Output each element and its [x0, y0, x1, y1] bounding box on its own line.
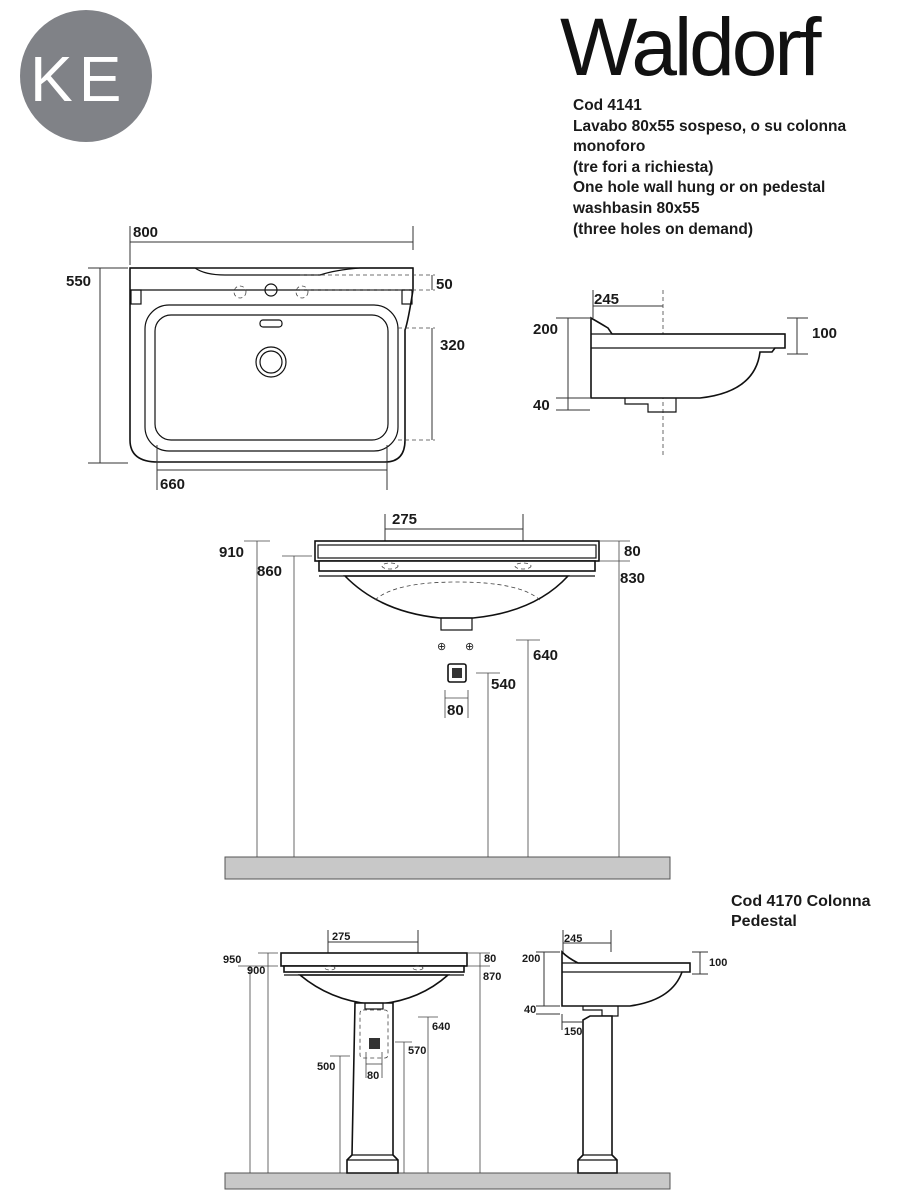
dim-front-rim-bottom: 830 [620, 570, 645, 587]
dim-ped-fixing: 640 [432, 1021, 450, 1033]
dim-side-height: 200 [533, 321, 558, 338]
dim-ped-rim: 900 [247, 965, 265, 977]
dim-side-rim: 100 [812, 325, 837, 342]
dim-ped-top: 950 [223, 954, 241, 966]
product-line-it-1: Lavabo 80x55 sospeso, o su colonna [573, 117, 847, 135]
dim-front-waste: 540 [491, 676, 516, 693]
dim-front-taps: 275 [392, 511, 417, 528]
dim-bowl-depth: 320 [440, 337, 465, 354]
dim-width: 800 [133, 224, 158, 241]
dim-ped-side-rim: 100 [709, 957, 727, 969]
pedestal-code: Cod 4170 Colonna [731, 893, 871, 910]
floor-1 [224, 856, 671, 880]
pedestal-description: Cod 4170 Colonna Pedestal [731, 892, 871, 932]
dim-front-waste-width: 80 [447, 702, 464, 719]
pedestal-label: Pedestal [731, 913, 797, 930]
product-code: Cod 4141 [573, 97, 642, 114]
pedestal-side-view: 245 200 40 150 100 [522, 930, 727, 1174]
dim-ped-side-waste: 40 [524, 1004, 536, 1016]
dim-ped-rim-bottom: 870 [483, 971, 501, 983]
dim-ped-waste-width: 80 [367, 1070, 379, 1082]
product-line-it-3: (tre fori a richiesta) [573, 158, 714, 176]
dim-ped-waste: 500 [317, 1061, 335, 1073]
product-description: Cod 4141 Lavabo 80x55 sospeso, o su colo… [573, 96, 846, 240]
pedestal-front-view: 275 950 900 500 80 870 640 [223, 930, 671, 1190]
dim-side-waste: 40 [533, 397, 550, 414]
dim-ped-side-depth: 245 [564, 933, 582, 945]
dim-ped-side-base: 150 [564, 1026, 582, 1038]
front-view: 275 ⊕ ⊕ 910 860 80 830 640 540 [219, 511, 671, 880]
product-line-en-3: (three holes on demand) [573, 220, 753, 238]
dim-ped-taps: 275 [332, 931, 350, 943]
dim-bowl-width: 660 [160, 476, 185, 493]
product-line-it-2: monoforo [573, 138, 646, 156]
dim-front-rim-thickness: 80 [624, 543, 641, 560]
fixing-icon-left: ⊕ [437, 641, 446, 653]
dim-ped-side-height: 200 [522, 953, 540, 965]
dim-tap-offset: 50 [436, 276, 453, 293]
dim-ped-rim-thickness: 80 [484, 953, 496, 965]
side-view: 245 200 40 100 [533, 290, 837, 455]
dim-front-rim: 860 [257, 563, 282, 580]
brand-title: Waldorf [560, 2, 821, 93]
dim-depth: 550 [66, 273, 91, 290]
fixing-icon-right: ⊕ [465, 641, 474, 653]
floor-2 [224, 1172, 671, 1190]
dim-front-top: 910 [219, 544, 244, 561]
top-view: 800 550 50 320 660 [66, 224, 465, 493]
product-line-en-2: washbasin 80x55 [573, 199, 700, 217]
dim-ped-inner: 570 [408, 1045, 426, 1057]
dim-side-depth: 245 [594, 291, 619, 308]
dim-front-fixing: 640 [533, 647, 558, 664]
product-line-en-1: One hole wall hung or on pedestal [573, 179, 826, 197]
